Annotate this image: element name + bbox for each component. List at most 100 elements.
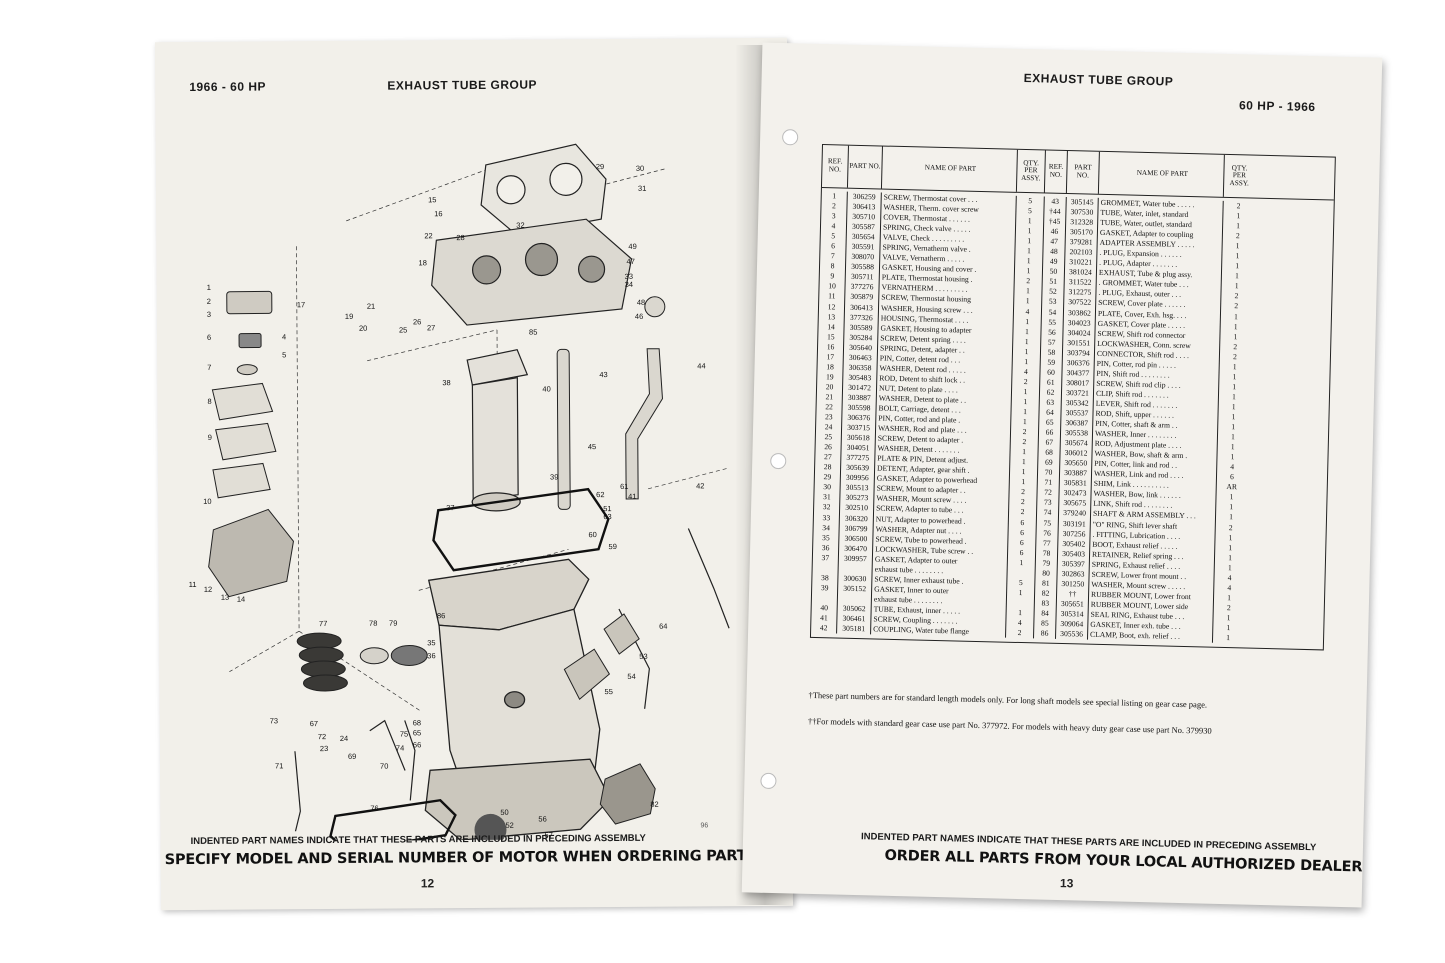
callout-28: 28 (456, 233, 464, 242)
right-row-cell-ref: 71 (1044, 477, 1053, 488)
header-name-of-part: NAME OF PART (881, 146, 1018, 192)
left-row-cell-qty: 1 (1025, 296, 1030, 306)
callout-63: 63 (603, 512, 611, 521)
left-row-cell-part: 305483 (848, 372, 872, 383)
callout-54: 54 (627, 672, 635, 681)
left-row-cell-qty: 2 (1023, 376, 1028, 386)
callout-59: 59 (608, 542, 616, 551)
left-row-cell-qty: 1 (1026, 256, 1031, 266)
right-row-cell-ref: 69 (1044, 457, 1053, 467)
left-row-cell-part: 305640 (849, 342, 873, 353)
right-row-cell-ref: 57 (1047, 337, 1056, 347)
callout-41: 41 (628, 492, 636, 501)
right-row-cell-part: 301551 (1067, 337, 1091, 348)
name-column: SCREW, Thermostat cover . . .WASHER, The… (871, 192, 1017, 638)
callout-8: 8 (207, 397, 211, 406)
callout-14: 14 (237, 595, 245, 604)
callout-44: 44 (697, 361, 705, 370)
right-row-cell-ref: 59 (1047, 357, 1056, 367)
header-name-of-part-2: NAME OF PART (1098, 151, 1225, 197)
left-row-cell-part: 306500 (844, 533, 868, 543)
left-row-cell-ref: 23 (824, 412, 833, 422)
callout-38: 38 (442, 378, 450, 387)
right-row-cell-ref: 76 (1043, 528, 1051, 538)
right-row-cell-qty: 2 (1236, 201, 1241, 211)
left-row-cell-ref: 27 (823, 452, 832, 462)
callout-48: 48 (637, 298, 645, 307)
callout-15: 15 (428, 195, 436, 204)
callout-3: 3 (207, 310, 211, 319)
callout-30: 30 (636, 164, 644, 173)
left-row-cell-ref (812, 593, 837, 604)
callout-36: 36 (427, 651, 435, 660)
left-row-cell-ref: 7 (830, 251, 835, 261)
left-footer-note: INDENTED PART NAMES INDICATE THAT THESE … (190, 832, 646, 847)
left-row-cell-ref: 3 (831, 211, 836, 221)
right-row-cell-ref: 78 (1042, 548, 1051, 558)
left-header-model: 1966 - 60 HP (189, 79, 267, 94)
left-row-cell-ref (813, 563, 838, 574)
right-row-cell-ref: 52 (1049, 287, 1057, 297)
left-row-cell-part: 302510 (845, 503, 869, 513)
left-row-cell-ref: 21 (825, 392, 834, 402)
left-row-cell-qty: 1 (1023, 386, 1028, 397)
left-row-cell-ref: 9 (830, 271, 835, 281)
name-column-2: GROMMET, Water tube . . . . .TUBE, Water… (1087, 197, 1224, 643)
left-row-cell-ref: 15 (826, 331, 835, 342)
callout-74: 74 (396, 743, 404, 752)
left-row-cell-qty: 1 (1021, 477, 1026, 487)
left-row-cell-qty: 1 (1019, 557, 1024, 567)
left-row-cell-ref: 8 (830, 261, 835, 271)
right-row-cell-ref: 84 (1041, 608, 1050, 618)
right-row-cell-ref: 50 (1049, 266, 1058, 277)
left-row-cell-ref: 17 (826, 351, 835, 362)
right-row-cell-ref: 58 (1047, 347, 1056, 357)
right-row-cell-qty: 1 (1232, 371, 1237, 382)
left-row-cell-qty: 2 (1021, 487, 1026, 497)
right-header-title: EXHAUST TUBE GROUP (1023, 70, 1174, 89)
callout-61: 61 (620, 482, 628, 491)
right-row-cell-part: 307256 (1062, 528, 1086, 539)
callout-56: 56 (538, 815, 546, 824)
right-row-cell-ref: 72 (1044, 487, 1052, 498)
left-row-cell-ref: 33 (822, 512, 831, 522)
callout-5: 5 (282, 350, 286, 359)
left-row-cell-ref: 40 (820, 603, 829, 613)
right-row-cell-part: 305402 (1062, 538, 1086, 549)
right-row-cell-ref: 61 (1046, 377, 1055, 387)
right-row-cell-ref: 79 (1042, 558, 1051, 568)
left-row-cell-part: 305879 (850, 292, 874, 302)
right-row-cell-part: 308017 (1066, 377, 1090, 388)
right-row-cell-ref: 48 (1050, 246, 1058, 257)
callout-2: 2 (207, 297, 211, 306)
right-row-cell-part: 303794 (1066, 347, 1090, 358)
left-row-cell-ref: 28 (823, 462, 832, 472)
right-page: EXHAUST TUBE GROUP 60 HP - 1966 REF. NO.… (741, 42, 1383, 908)
right-row-cell-qty: 4 (1227, 572, 1232, 582)
callout-21: 21 (367, 302, 375, 311)
left-row-cell-part: 305284 (849, 332, 873, 342)
callout-69: 69 (348, 752, 356, 761)
binder-hole-top (781, 129, 799, 146)
callout-40: 40 (542, 384, 550, 393)
callout-66: 66 (413, 740, 421, 749)
left-row-cell-qty: 5 (1028, 196, 1033, 206)
callout-32: 32 (516, 221, 524, 230)
right-row-cell-qty: 1 (1235, 261, 1240, 271)
left-row-cell-qty: 1 (1027, 226, 1032, 236)
callout-23: 23 (320, 744, 328, 753)
left-row-cell-qty: 1 (1024, 356, 1029, 366)
header-part-no: PART NO. (847, 145, 883, 189)
left-row-cell-ref: 6 (831, 241, 836, 251)
right-row-cell-part: 304024 (1067, 327, 1091, 338)
right-row-cell-ref: 46 (1050, 226, 1059, 236)
left-page-number: 12 (420, 876, 435, 891)
left-row-cell-ref: 13 (827, 311, 836, 321)
right-row-cell-qty: 1 (1226, 633, 1231, 643)
left-header-title: EXHAUST TUBE GROUP (387, 77, 538, 93)
right-row-cell-ref: 67 (1045, 437, 1054, 447)
left-row-cell-ref: 35 (822, 532, 830, 542)
right-row-cell-ref: †45 (1048, 216, 1061, 226)
right-row-cell-qty: 1 (1236, 221, 1241, 231)
left-row-cell-qty: 1 (1021, 457, 1026, 467)
